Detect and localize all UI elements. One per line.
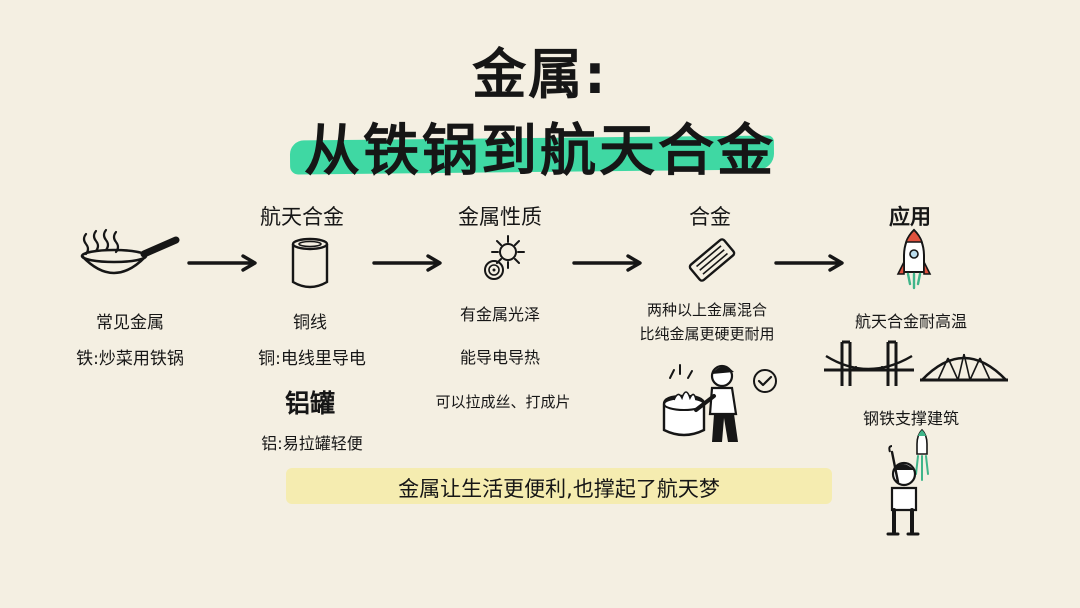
heading-alloy: 合金 bbox=[689, 205, 731, 229]
sub-heading-aluminum-can: 铝罐 bbox=[284, 389, 335, 418]
worker-icon bbox=[662, 364, 738, 442]
can-icon bbox=[291, 237, 329, 289]
iron-line: 铁:炒菜用铁锅 bbox=[76, 349, 184, 369]
arrow-icon bbox=[572, 254, 642, 272]
alloy-line-1: 两种以上金属混合 bbox=[646, 301, 767, 319]
title-line-1: 金属: bbox=[472, 43, 608, 106]
application-aerospace: 航天合金耐高温 bbox=[854, 312, 967, 331]
aluminum-line: 铝:易拉罐轻便 bbox=[261, 434, 363, 453]
bridge-icon bbox=[824, 340, 914, 386]
footer-text: 金属让生活更便利,也撑起了航天梦 bbox=[398, 477, 720, 501]
footer-highlight bbox=[286, 468, 832, 504]
arrow-icon bbox=[372, 254, 442, 272]
alloy-line-2: 比纯金属更硬更耐用 bbox=[639, 325, 775, 343]
property-conductive: 能导电导热 bbox=[459, 348, 540, 367]
property-malleable: 可以拉成丝、打成片 bbox=[435, 393, 571, 411]
caption-copper-wire: 铜线 bbox=[293, 313, 327, 333]
heading-application: 应用 bbox=[889, 205, 931, 229]
heading-metal-properties: 金属性质 bbox=[458, 205, 542, 229]
title-line-2: 从铁锅到航天合金 bbox=[304, 119, 776, 184]
rocket-icon bbox=[896, 228, 932, 290]
shine-icon bbox=[484, 235, 525, 280]
caption-common-metal: 常见金属 bbox=[96, 313, 164, 333]
child-rocket-icon bbox=[886, 428, 929, 536]
heading-aerospace-alloy: 航天合金 bbox=[260, 205, 344, 229]
arrow-icon bbox=[187, 254, 257, 272]
alloy-bar-icon bbox=[688, 238, 736, 282]
wok-icon bbox=[80, 228, 180, 275]
copper-line: 铜:电线里导电 bbox=[258, 349, 366, 369]
arrow-icon bbox=[774, 254, 844, 272]
check-icon bbox=[753, 369, 777, 393]
application-steel-buildings: 钢铁支撑建筑 bbox=[862, 409, 959, 428]
property-luster: 有金属光泽 bbox=[459, 305, 540, 324]
bridge-icon bbox=[920, 353, 1008, 382]
